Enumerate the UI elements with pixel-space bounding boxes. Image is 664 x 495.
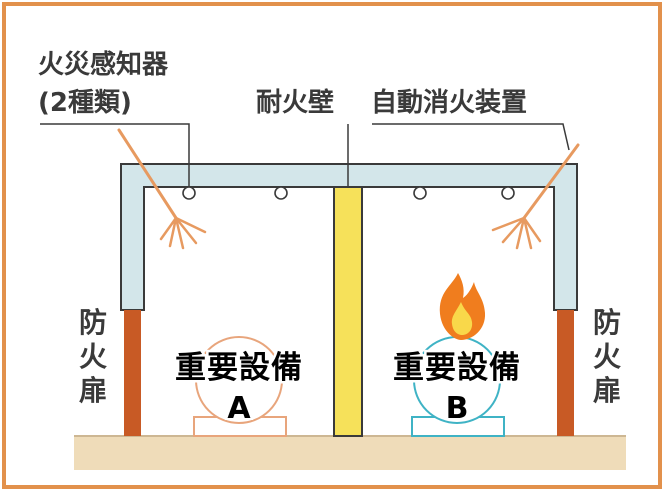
extinguisher-label: 自動消火装置 (371, 88, 528, 118)
extinguisher-leader-line (372, 123, 570, 151)
flame-icon (439, 273, 486, 340)
detector-type-label: (2種類) (38, 88, 132, 118)
fire-door-right-label: 防火扉 (592, 306, 621, 407)
firewall (333, 186, 363, 437)
detector-icon (274, 186, 288, 200)
detector-icon (413, 186, 427, 200)
detector-label: 火災感知器 (38, 50, 169, 80)
equipment-b-letter: B (446, 391, 469, 426)
firewall-label: 耐火壁 (256, 88, 335, 118)
equipment-a: 重要設備 A (173, 336, 305, 437)
sprinkler-right-icon (491, 143, 580, 250)
equipment-b: 重要設備 B (391, 336, 523, 437)
floor (74, 436, 626, 470)
equipment-a-letter: A (227, 391, 251, 426)
fire-door-left (124, 310, 141, 436)
detector-icon (182, 186, 196, 200)
detector-icon (501, 186, 515, 200)
sprinkler-left-icon (117, 128, 207, 250)
fire-door-right (557, 310, 574, 436)
detector-leader-line (40, 123, 190, 187)
equipment-a-body (195, 336, 283, 424)
equipment-a-title: 重要設備 (175, 350, 303, 386)
fire-door-left-label: 防火扉 (78, 306, 107, 407)
outer-border (2, 2, 662, 489)
equipment-b-title: 重要設備 (393, 350, 521, 386)
